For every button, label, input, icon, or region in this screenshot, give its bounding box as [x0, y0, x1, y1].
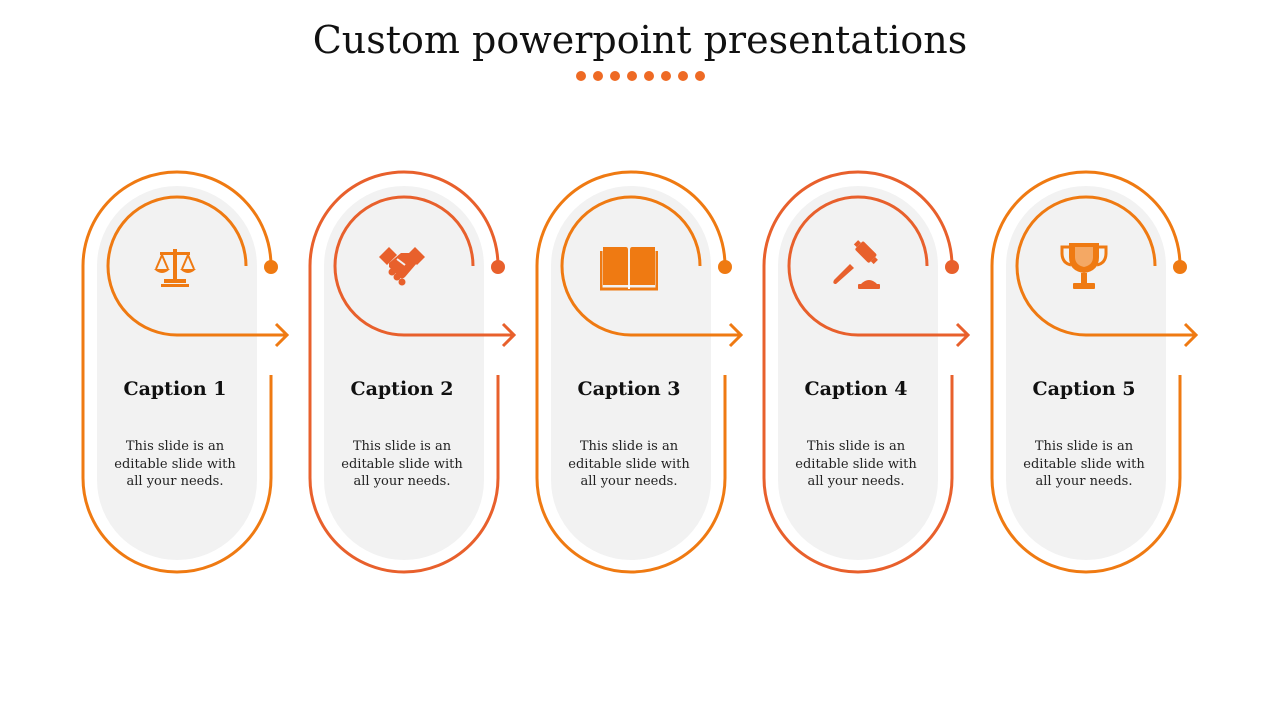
step-description: This slide is an editable slide with all… [1023, 439, 1145, 489]
step-caption: Caption 1 [123, 378, 227, 400]
divider-dot [678, 71, 688, 81]
step-description: This slide is an editable slide with all… [795, 439, 917, 489]
step-card-1: Caption 1 This slide is an editable slid… [81, 170, 313, 580]
step-description: This slide is an editable slide with all… [568, 439, 690, 489]
step-frame [762, 170, 971, 574]
step-frame [81, 170, 290, 574]
step-caption: Caption 5 [1032, 378, 1136, 400]
step-description: This slide is an editable slide with all… [114, 439, 236, 489]
step-card-3: Caption 3 This slide is an editable slid… [535, 170, 767, 580]
step-card-5: Caption 5 This slide is an editable slid… [990, 170, 1222, 580]
divider-dot [593, 71, 603, 81]
divider-dot [610, 71, 620, 81]
divider-dot [576, 71, 586, 81]
slide-title: Custom powerpoint presentations [312, 18, 968, 62]
step-caption: Caption 4 [804, 378, 908, 400]
step-caption: Caption 2 [350, 378, 454, 400]
step-description: This slide is an editable slide with all… [341, 439, 463, 489]
handshake-icon [372, 236, 432, 296]
step-card-4: Caption 4 This slide is an editable slid… [762, 170, 994, 580]
trophy-icon [1054, 236, 1114, 296]
title-dots-divider [576, 71, 705, 81]
gavel-icon [826, 236, 886, 296]
divider-dot [695, 71, 705, 81]
step-card-2: Caption 2 This slide is an editable slid… [308, 170, 540, 580]
divider-dot [661, 71, 671, 81]
step-frame [990, 170, 1199, 574]
step-caption: Caption 3 [577, 378, 681, 400]
open-book-icon [599, 236, 659, 296]
step-frame [535, 170, 744, 574]
scales-of-justice-icon [145, 236, 205, 296]
divider-dot [627, 71, 637, 81]
step-frame [308, 170, 517, 574]
divider-dot [644, 71, 654, 81]
